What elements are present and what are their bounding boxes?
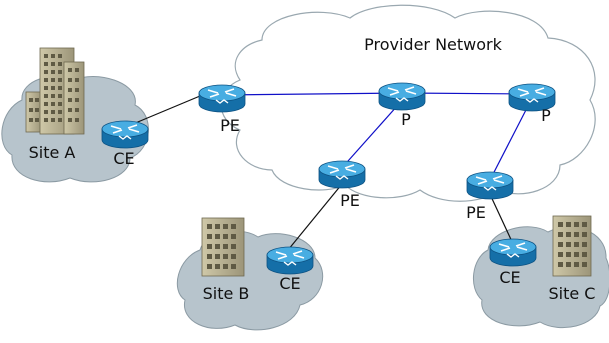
link-p-pe-middle [339,104,399,171]
link-p-pe-right [489,105,529,181]
pe-right-label: PE [466,203,486,222]
router-p-top-center-icon [378,82,426,111]
pe-middle-label: PE [340,191,360,210]
link-pe-ce-b [287,183,343,251]
ce-c-label: CE [499,268,520,287]
provider-network-label: Provider Network [364,35,503,54]
site-c-building [552,215,592,277]
pe-top-left-label: PE [220,116,240,135]
site-b-label: Site B [203,284,250,303]
router-ce-b-icon [266,246,314,275]
link-pe-p-top [221,92,403,96]
site-a-buildings [25,47,85,135]
site-b-cloud [176,230,324,331]
link-ce-a-pe [132,95,201,125]
ce-b-label: CE [279,274,300,293]
p-top-center-label: P [401,110,411,129]
site-a-label: Site A [29,143,76,162]
p-top-right-label: P [541,106,551,125]
router-pe-right-icon [466,171,514,200]
ce-a-label: CE [113,149,134,168]
site-c-label: Site C [549,284,596,303]
site-b-building [201,217,245,277]
router-ce-c-icon [489,238,537,267]
router-pe-middle-icon [318,160,366,189]
router-ce-a-icon [101,120,149,149]
router-pe-top-left-icon [198,84,246,113]
